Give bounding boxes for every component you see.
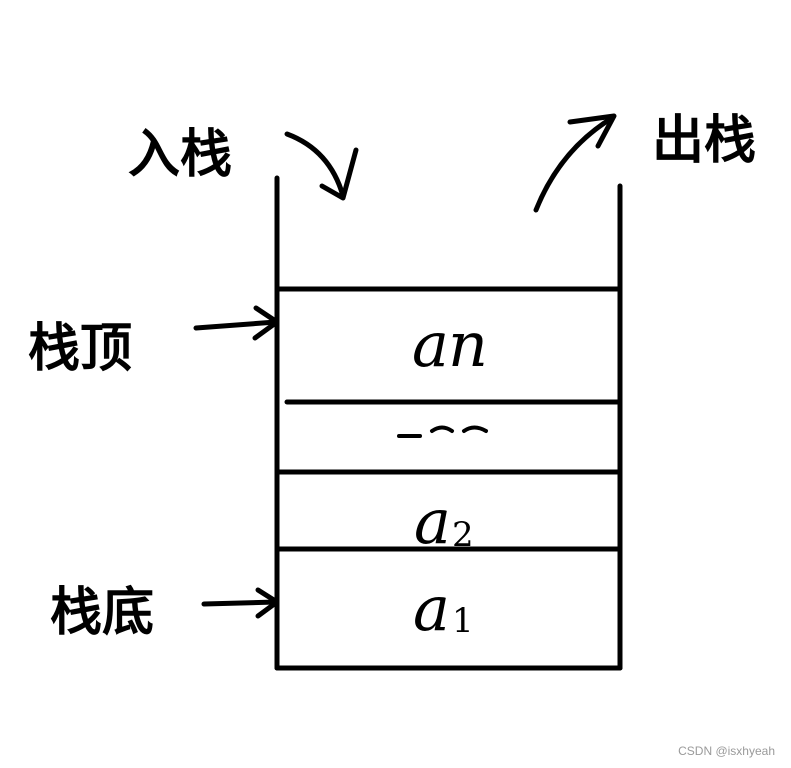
top-arrow-head xyxy=(252,305,280,341)
push-label: 入栈 xyxy=(128,125,232,185)
ellipsis-caret-1 xyxy=(430,425,454,433)
cell-an: a n xyxy=(412,308,488,381)
cell-an-main: a xyxy=(412,308,449,381)
push-arrow-head xyxy=(319,147,359,201)
pop-arrow xyxy=(533,113,617,213)
cell-a1-main: a xyxy=(413,572,450,645)
bottom-arrow-head xyxy=(255,587,280,619)
bottom-label: 栈底 xyxy=(50,583,154,643)
cell-a2-sub: 2 xyxy=(452,515,474,555)
bottom-arrow-shaft xyxy=(201,599,279,607)
top-label: 栈顶 xyxy=(28,319,132,379)
bottom-arrow xyxy=(201,587,280,619)
pop-arrow-head xyxy=(567,113,617,149)
top-arrow xyxy=(193,305,280,341)
cell-a1-sub: 1 xyxy=(452,601,474,641)
push-arrow-shaft xyxy=(284,131,346,199)
pop-arrow-shaft xyxy=(533,115,615,213)
ellipsis-caret-2 xyxy=(462,425,488,433)
pop-label: 出栈 xyxy=(652,111,756,171)
watermark: CSDN @isxhyeah xyxy=(678,744,775,758)
top-arrow-shaft xyxy=(193,319,279,331)
cell-a2: a 2 xyxy=(414,485,474,558)
cell-a1: a 1 xyxy=(413,572,474,645)
push-arrow xyxy=(284,131,359,201)
cell-an-sub: n xyxy=(448,308,488,381)
cell-ellipsis xyxy=(397,425,488,438)
cell-a2-main: a xyxy=(414,485,451,558)
